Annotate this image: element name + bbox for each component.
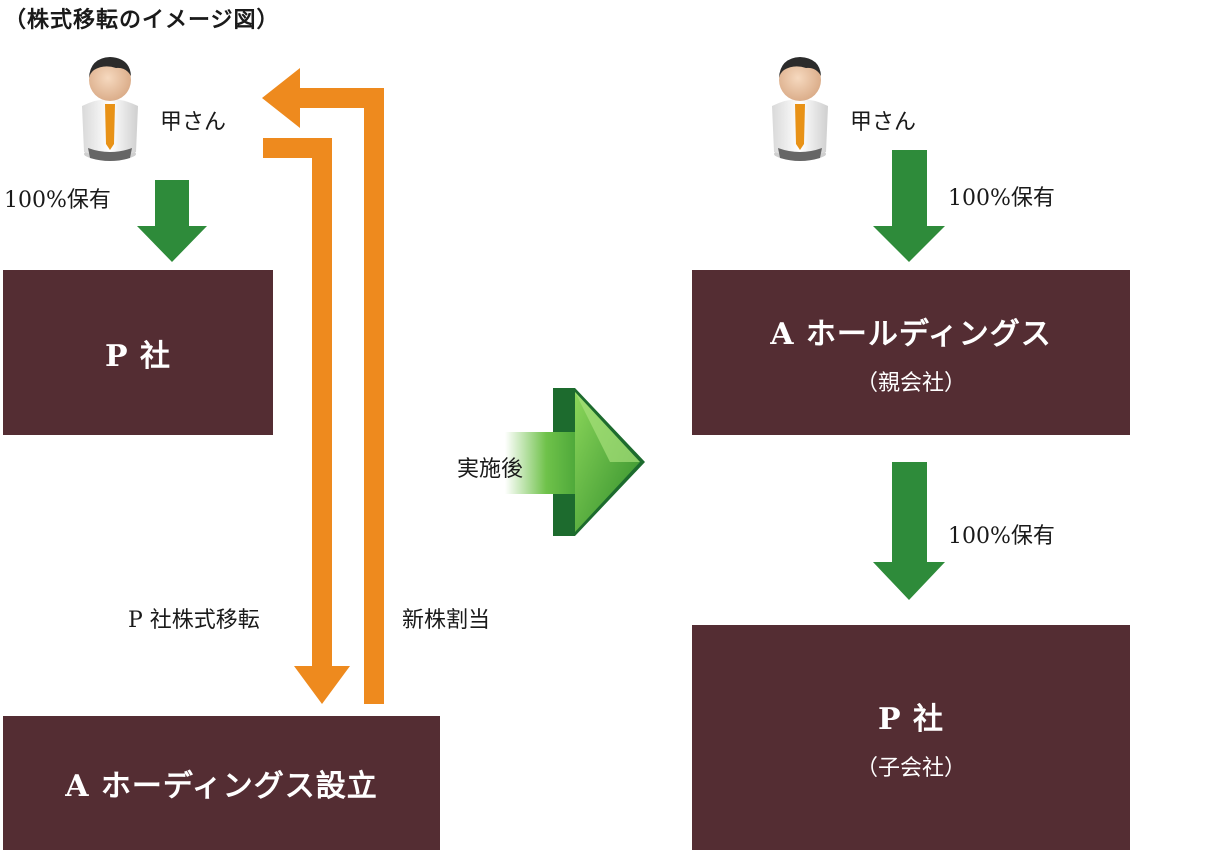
parent-company-box: A ホールディングス （親会社） [692, 270, 1130, 435]
down-arrow-icon [873, 462, 945, 600]
right-arrow-icon [505, 388, 645, 536]
diagram-title: （株式移転のイメージ図） [4, 7, 280, 33]
transfer-label: P 社株式移転 [128, 608, 260, 633]
parent-company-label: A ホールディングス [770, 316, 1052, 352]
child-company-box: P 社 （子会社） [692, 625, 1130, 850]
child-company-sub: （子会社） [855, 755, 966, 781]
person-label-right: 甲さん [850, 110, 917, 135]
ownership-label-right-2: 100%保有 [948, 524, 1055, 549]
company-box-label: P 社 [104, 338, 171, 374]
person-icon [772, 57, 828, 161]
person-icon [82, 57, 138, 161]
ownership-label-right-1: 100%保有 [948, 186, 1055, 211]
child-company-label: P 社 [877, 701, 944, 737]
ownership-label: 100%保有 [4, 188, 111, 213]
down-arrow-icon [137, 180, 207, 262]
orange-arrow-icon [262, 68, 384, 704]
orange-arrow-icon [263, 138, 350, 704]
down-arrow-icon [873, 150, 945, 262]
allotment-label: 新株割当 [402, 608, 491, 633]
after-label: 実施後 [457, 457, 524, 482]
holding-company-box: A ホーディングス設立 [3, 716, 440, 850]
holding-company-label: A ホーディングス設立 [65, 769, 378, 804]
person-label: 甲さん [160, 110, 227, 135]
parent-company-sub: （親会社） [855, 370, 966, 396]
company-box-p: P 社 [3, 270, 273, 435]
